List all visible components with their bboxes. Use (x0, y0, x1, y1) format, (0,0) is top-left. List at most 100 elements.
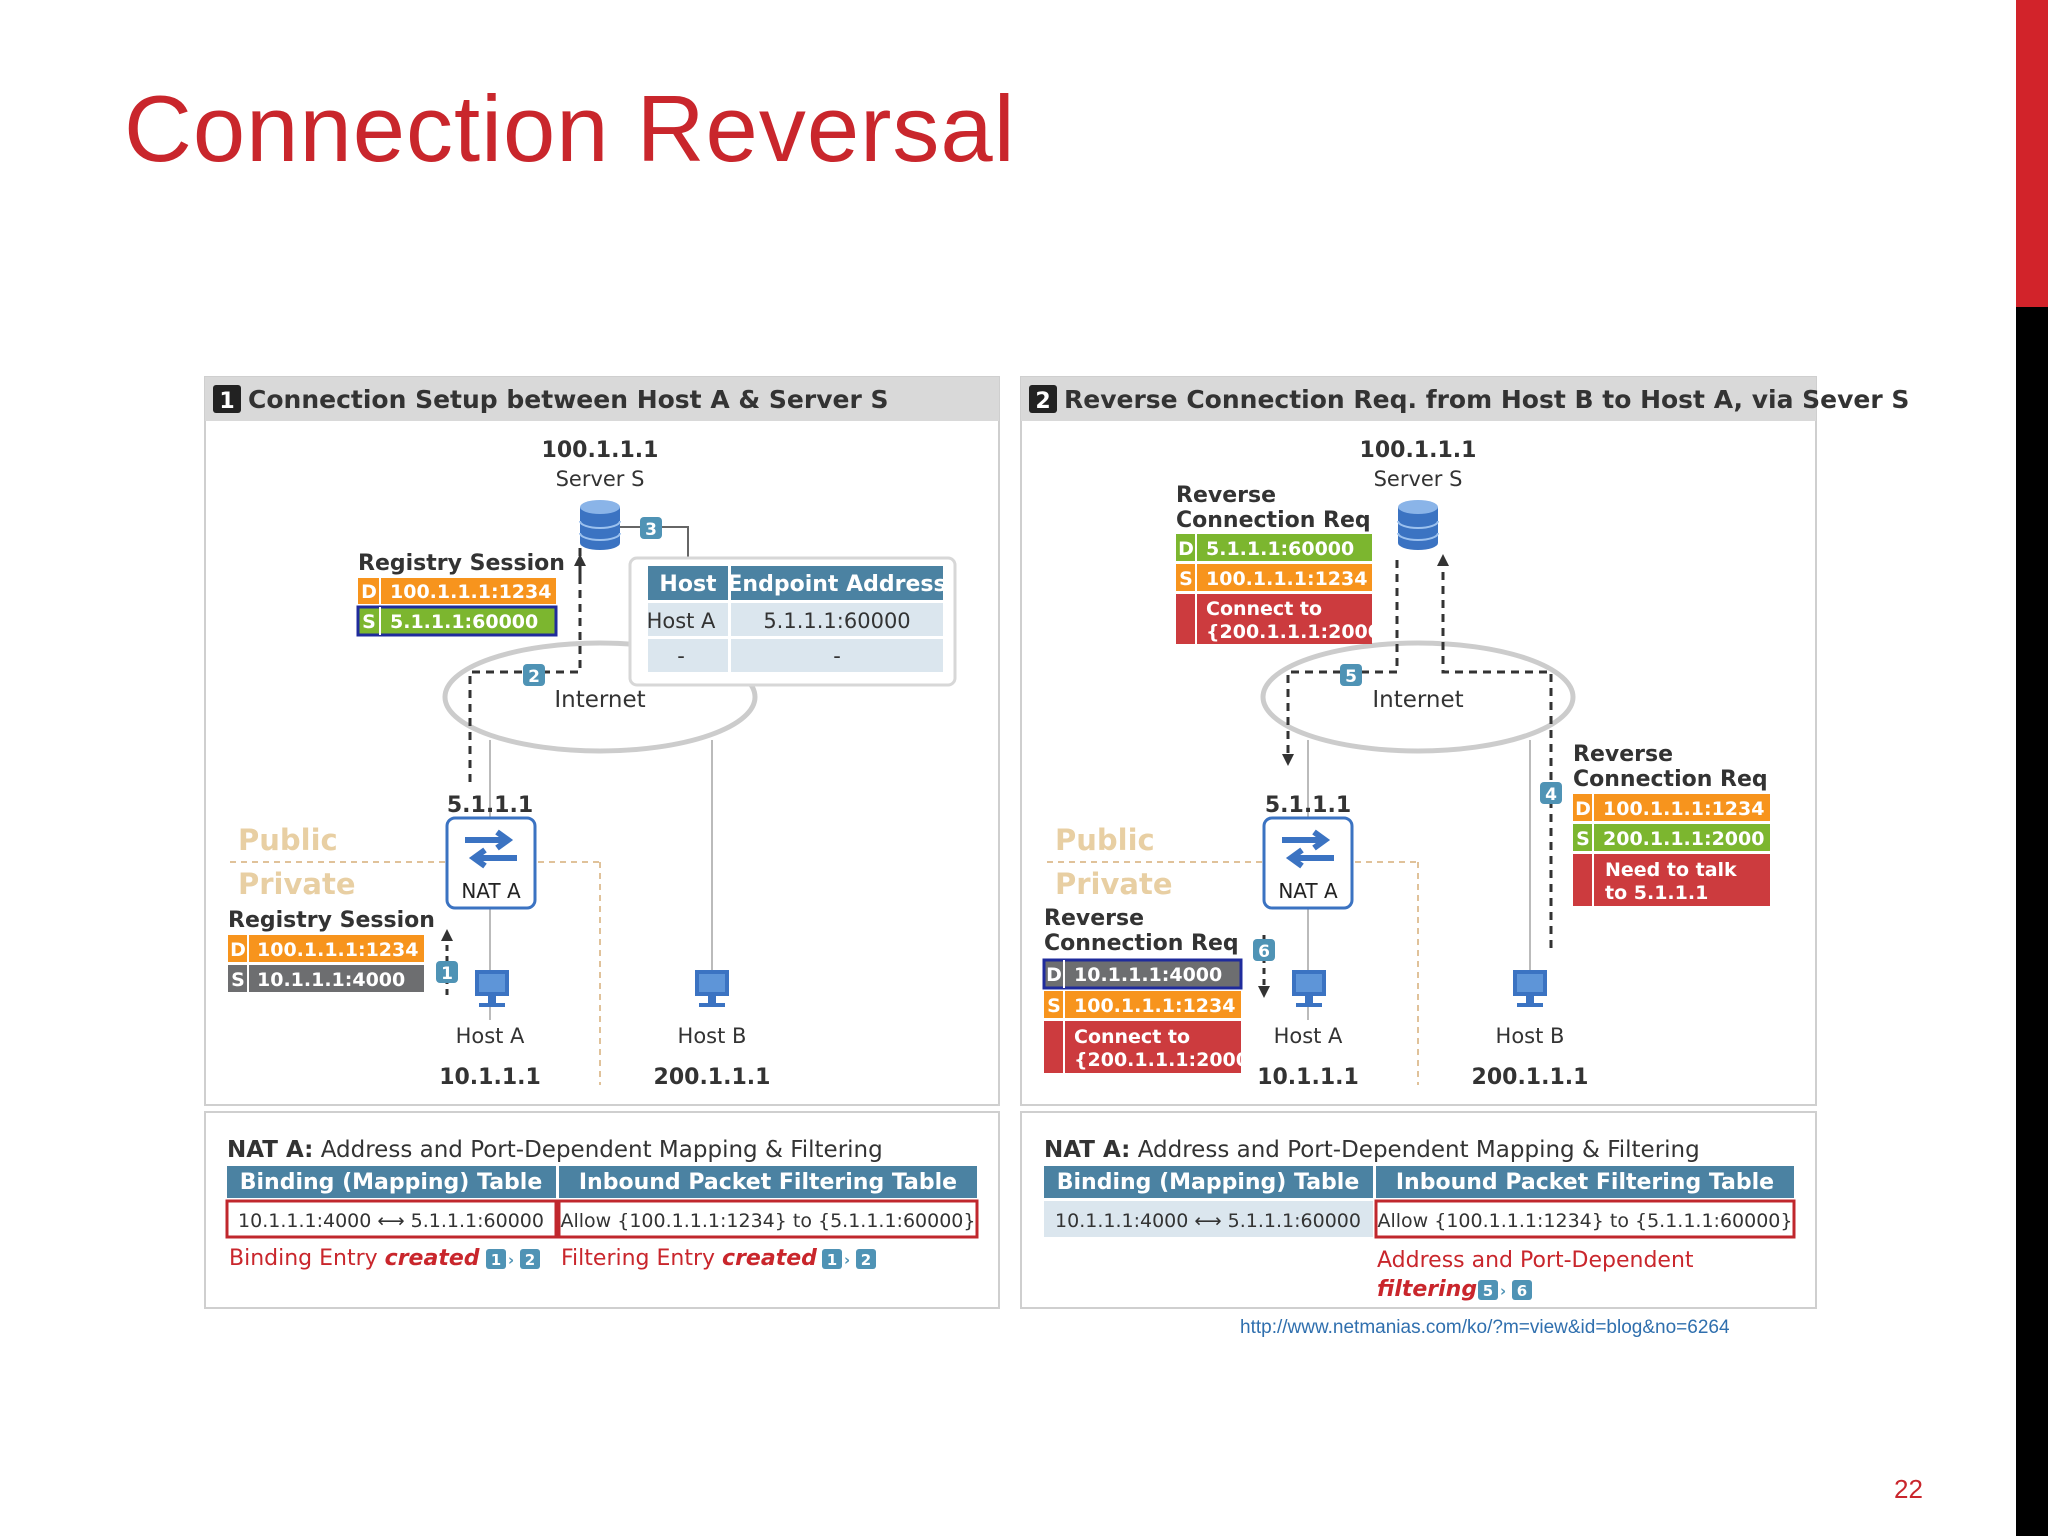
svg-text:NAT A: NAT A (1278, 879, 1338, 903)
svg-text:›: › (844, 1251, 850, 1269)
step-badge-1-label: 1 (219, 389, 234, 414)
nat-router-icon: NAT A (445, 816, 537, 910)
right-edge-accent (2016, 0, 2048, 307)
svg-text:Connect to: Connect to (1074, 1026, 1190, 1048)
internet-label-2: Internet (1372, 687, 1463, 713)
svg-text:6: 6 (1258, 942, 1270, 962)
svg-text:Connect to: Connect to (1206, 598, 1322, 620)
svg-text:Reverse: Reverse (1044, 906, 1144, 931)
svg-text:2: 2 (1035, 389, 1050, 414)
svg-text:5: 5 (1345, 667, 1357, 687)
svg-text:Registry Session: Registry Session (358, 551, 565, 576)
step-badge-4 (1540, 782, 1562, 804)
svg-text:100.1.1.1:1234: 100.1.1.1:1234 (390, 581, 551, 603)
svg-text:100.1.1.1:1234: 100.1.1.1:1234 (1074, 995, 1235, 1017)
host-b-label-2: Host B (1496, 1024, 1565, 1048)
panel-1-binding-note: Binding Entry created (229, 1246, 480, 1271)
svg-text:5.1.1.1:60000: 5.1.1.1:60000 (390, 611, 538, 633)
svg-text:10.1.1.1:4000: 10.1.1.1:4000 (257, 969, 405, 991)
step-badge-2-panel (1029, 385, 1057, 413)
svg-text:{200.1.1.1:2000}: {200.1.1.1:2000} (1074, 1049, 1263, 1071)
reverse-req-from-host-b: Reverse Connection Req D 100.1.1.1:1234 … (1573, 742, 1770, 906)
public-label: Public (238, 823, 338, 857)
internet-cloud-2 (1260, 640, 1576, 754)
svg-text:Connection Req: Connection Req (1044, 931, 1239, 956)
panel-2-title: Reverse Connection Req. from Host B to H… (1064, 385, 1909, 414)
svg-text:D: D (1575, 798, 1591, 820)
nat-ip-2: 5.1.1.1 (1265, 793, 1351, 818)
svg-text:S: S (1179, 568, 1193, 590)
panel-1-binding-entry: 10.1.1.1:4000 ⟷ 5.1.1.1:60000 (238, 1210, 544, 1232)
svg-text:Reverse: Reverse (1176, 483, 1276, 508)
svg-text:10.1.1.1:4000: 10.1.1.1:4000 (1074, 964, 1222, 986)
server-label-2: Server S (1374, 467, 1463, 491)
source-link[interactable]: http://www.netmanias.com/ko/?m=view&id=b… (1240, 1317, 1730, 1338)
endpoint-header-host: Host (659, 572, 717, 597)
svg-text:1: 1 (491, 1251, 501, 1269)
svg-text:S: S (1047, 995, 1061, 1017)
svg-text:Inbound Packet Filtering Table: Inbound Packet Filtering Table (1396, 1170, 1774, 1195)
panel-1-nat-table: NAT A: Address and Port-Dependent Mappin… (204, 1111, 1000, 1309)
panel-2-binding-entry: 10.1.1.1:4000 ⟷ 5.1.1.1:60000 (1055, 1210, 1361, 1232)
nat-ip: 5.1.1.1 (447, 793, 533, 818)
endpoint-row-1-address: 5.1.1.1:60000 (763, 609, 910, 633)
svg-text:3: 3 (645, 520, 657, 540)
svg-text:S: S (1576, 828, 1590, 850)
server-database-icon (579, 499, 621, 551)
slide-title: Connection Reversal (124, 76, 1016, 181)
svg-text:100.1.1.1:1234: 100.1.1.1:1234 (1206, 568, 1367, 590)
svg-text:1: 1 (827, 1251, 837, 1269)
step-badge-1-flow (436, 961, 458, 983)
svg-text:D: D (1178, 538, 1194, 560)
host-a-label: Host A (456, 1024, 525, 1048)
panel-2-filter-note-em: filtering (1377, 1277, 1477, 1302)
svg-text:Binding (Mapping) Table: Binding (Mapping) Table (1057, 1170, 1360, 1195)
svg-text:S: S (231, 969, 245, 991)
svg-text:›: › (1500, 1282, 1506, 1300)
nat-router-icon-2: NAT A (1262, 816, 1354, 910)
host-a-label-2: Host A (1274, 1024, 1343, 1048)
svg-text:2: 2 (528, 667, 540, 687)
svg-text:{200.1.1.1:2000}: {200.1.1.1:2000} (1206, 621, 1395, 643)
host-b-ip-2: 200.1.1.1 (1472, 1065, 1589, 1090)
reverse-req-to-host-a: Reverse Connection Req D 10.1.1.1:4000 S… (1042, 906, 1263, 1073)
svg-text:5.1.1.1:60000: 5.1.1.1:60000 (1206, 538, 1354, 560)
svg-text:S: S (362, 611, 376, 633)
registry-session-public: Registry Session D 100.1.1.1:1234 S 5.1.… (356, 551, 565, 637)
svg-text:Inbound Packet Filtering Table: Inbound Packet Filtering Table (579, 1170, 957, 1195)
host-b-ip: 200.1.1.1 (654, 1065, 771, 1090)
endpoint-header-address: Endpoint Address (727, 572, 946, 597)
svg-text:D: D (1046, 964, 1062, 986)
reverse-req-at-server: Reverse Connection Req D 5.1.1.1:60000 S… (1176, 483, 1395, 644)
svg-text:Registry Session: Registry Session (228, 908, 435, 933)
step-badge-5 (1340, 664, 1362, 686)
svg-text:100.1.1.1:1234: 100.1.1.1:1234 (257, 939, 418, 961)
step-badge-6 (1253, 939, 1275, 961)
svg-text:Need to talk: Need to talk (1605, 859, 1737, 881)
private-label-2: Private (1055, 867, 1173, 901)
svg-text:D: D (230, 939, 246, 961)
host-a-ip: 10.1.1.1 (439, 1065, 541, 1090)
internet-label: Internet (554, 687, 645, 713)
svg-text:Reverse: Reverse (1573, 742, 1673, 767)
svg-text:NAT A: NAT A (461, 879, 521, 903)
public-label-2: Public (1055, 823, 1155, 857)
step-badge-3 (640, 517, 662, 539)
endpoint-row-2-address: - (833, 644, 841, 668)
registry-session-private: Registry Session D 100.1.1.1:1234 S 10.1… (228, 908, 435, 992)
svg-text:2: 2 (525, 1251, 535, 1269)
server-label: Server S (556, 467, 645, 491)
svg-text:4: 4 (1545, 785, 1557, 805)
endpoint-row-2-host: - (677, 644, 685, 668)
svg-text:›: › (508, 1251, 514, 1269)
panel-1-title: Connection Setup between Host A & Server… (248, 385, 888, 414)
panel-2-nat-heading: NAT A: Address and Port-Dependent Mappin… (1044, 1137, 1700, 1163)
server-database-icon-2 (1397, 499, 1439, 551)
svg-text:200.1.1.1:2000: 200.1.1.1:2000 (1603, 828, 1764, 850)
private-label: Private (238, 867, 356, 901)
panel-1-nat-heading: NAT A: Address and Port-Dependent Mappin… (227, 1137, 883, 1163)
svg-text:100.1.1.1:1234: 100.1.1.1:1234 (1603, 798, 1764, 820)
server-ip-2: 100.1.1.1 (1360, 438, 1477, 463)
panel-2-filter-note: Address and Port-Dependent (1377, 1248, 1694, 1273)
